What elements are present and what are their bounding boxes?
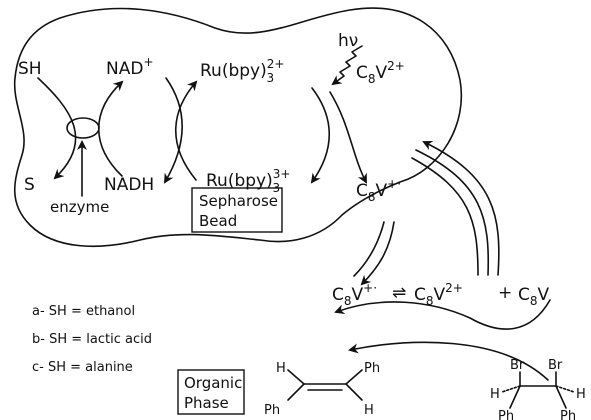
hv-label: hν <box>338 31 358 51</box>
dibromide-h2: H <box>576 387 586 402</box>
c8v2-return-arrow-3 <box>422 141 500 276</box>
ru-2plus-label: Ru(bpy)2+3 <box>200 57 284 85</box>
c8v-radical-transfer-arrow <box>353 221 385 277</box>
c8v-2plus-eq-label: C8V2+ <box>414 281 463 308</box>
sh-to-s-arrow <box>37 77 77 180</box>
stilbene-structure: H Ph Ph H <box>264 361 380 418</box>
s-label: S <box>24 175 35 195</box>
organic-phase-box <box>177 369 245 415</box>
to-stilbene-arrow <box>334 299 551 330</box>
legend-item-alanine: c- SH = alanine <box>32 360 133 375</box>
sepharose-bead-box <box>191 187 283 233</box>
stilbene-ph2: Ph <box>264 403 280 418</box>
bead-label: Bead <box>199 212 237 230</box>
hv-arrow <box>331 45 363 86</box>
stilbene-ph1: Ph <box>364 361 380 376</box>
ru2-to-ru3-arrow <box>310 87 330 184</box>
dibromide-h1: H <box>490 387 500 402</box>
c8v-radical-top-label: C8V+· <box>356 177 401 204</box>
ru-3plus-label: Ru(bpy)3+3 <box>206 167 290 195</box>
enzyme-ellipse <box>66 117 100 139</box>
dibromide-structure: Br Br H H Ph Ph <box>490 358 586 420</box>
c8v-radical-transfer-arrow-2 <box>360 221 395 286</box>
sepharose-bead-outline <box>13 7 463 248</box>
ru3-to-ru2-arrow <box>175 80 198 181</box>
c8v-neutral-eq-label: C8V <box>518 285 550 308</box>
legend-item-ethanol: a- SH = ethanol <box>32 304 135 319</box>
c8v-radical-eq-label: C8V+· <box>332 281 377 308</box>
c8v2-to-c8vrad-arrow <box>329 91 367 184</box>
phase-label: Phase <box>184 394 229 412</box>
organic-label: Organic <box>184 374 242 392</box>
dibromide-br2: Br <box>548 358 563 373</box>
nadh-label: NADH <box>104 175 154 195</box>
c8v2-return-arrow-2 <box>415 149 490 276</box>
c8v-2plus-top-label: C8V2+ <box>356 59 405 86</box>
nadh-to-nad-arrow <box>98 80 124 177</box>
enzyme-label: enzyme <box>50 198 109 216</box>
c8v2-return-arrow-1 <box>411 157 479 276</box>
legend-item-lactic-acid: b- SH = lactic acid <box>32 332 152 347</box>
equilibrium-arrow: ⇌ <box>392 283 406 303</box>
nad-plus-label: NAD+ <box>106 55 154 79</box>
sepharose-label: Sepharose <box>199 192 278 210</box>
to-stilbene-arrow-2 <box>348 341 549 381</box>
stilbene-h2: H <box>364 403 374 418</box>
dibromide-ph1: Ph <box>498 409 514 420</box>
dibromide-br1: Br <box>510 358 525 373</box>
dibromide-ph2: Ph <box>560 409 576 420</box>
stilbene-h1: H <box>276 361 286 376</box>
nad-to-ru-arrow <box>163 77 183 184</box>
sh-label: SH <box>18 59 42 79</box>
plus-sign: + <box>498 283 512 303</box>
